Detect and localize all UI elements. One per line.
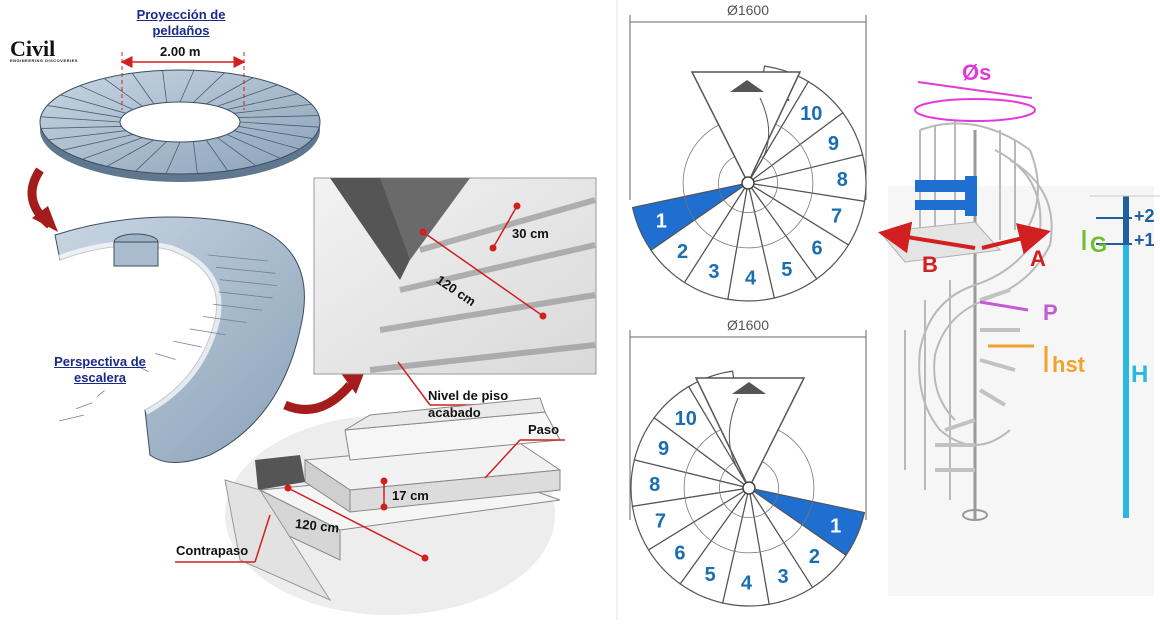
ring-step-line	[135, 141, 167, 172]
ring-projection	[39, 69, 321, 182]
ring-step-line	[234, 103, 312, 114]
projection-width: 2.00 m	[160, 44, 201, 59]
plus2-label: +2	[1134, 206, 1155, 226]
plus1-label: +1	[1134, 230, 1155, 250]
hst-label: hst	[1052, 352, 1086, 377]
a-label: A	[1030, 246, 1046, 271]
curved-arrow-1-head	[32, 206, 58, 232]
plan-step-number: 9	[658, 438, 669, 460]
p-label: P	[1043, 300, 1058, 325]
plan-step-number: 1	[830, 515, 841, 537]
plan-step-number: 10	[800, 103, 822, 125]
diameter-bottom-label: Ø1600	[727, 317, 769, 333]
plan-step-number: 4	[741, 572, 753, 594]
ring-step-line	[62, 134, 134, 151]
spiral-step-line	[219, 279, 278, 287]
stair-steps-detail	[175, 397, 565, 615]
projection-title: Proyección de peldaños	[136, 7, 226, 38]
ring-step-line	[60, 94, 127, 114]
spiral-step-line	[215, 266, 276, 274]
ring-step-line	[193, 72, 225, 103]
plan-step-number: 3	[708, 261, 719, 283]
projection-dimension	[120, 52, 246, 110]
ring-step-line	[47, 105, 122, 118]
spiral-step-line	[97, 390, 105, 397]
plan-step-number: 1	[656, 210, 667, 232]
ring-step-line	[79, 85, 134, 110]
spiral-step-line	[75, 402, 93, 410]
ring-step-line	[41, 126, 122, 129]
ring-step-line	[217, 137, 257, 167]
ring-step-line	[239, 121, 320, 128]
g-label: G	[1090, 232, 1107, 257]
curved-arrow-2	[283, 381, 354, 414]
ring-step-line	[192, 141, 198, 174]
plan-step-number: 7	[655, 511, 666, 533]
ring-step-line	[226, 134, 281, 159]
ring-step-line	[217, 84, 278, 107]
spiral-step-line	[58, 414, 85, 422]
paso-label: Paso	[528, 422, 560, 437]
ring-step-line	[233, 130, 300, 150]
ring-step-line	[205, 77, 254, 105]
spiral-step-line	[119, 377, 123, 385]
ring-step-line	[103, 77, 143, 107]
b-label: B	[922, 252, 938, 277]
plan-step-number: 3	[778, 566, 789, 588]
plan-labels: Ø1600 Ø1600	[727, 2, 769, 333]
spiral-perspective	[54, 216, 305, 463]
h-label: H	[1131, 361, 1148, 388]
plan-step-number: 2	[677, 241, 688, 263]
contrapaso-label: Contrapaso	[176, 543, 249, 558]
plan-top: 1234567891011	[629, 15, 867, 302]
plan-step-number: 8	[649, 474, 660, 496]
diameter-top-label: Ø1600	[727, 2, 769, 18]
plan-step-number: 5	[705, 564, 716, 586]
ring-step-line	[82, 137, 143, 160]
plan-step-number: 2	[809, 546, 820, 568]
spiral-step-line	[207, 254, 268, 262]
plan-step-number: 5	[781, 259, 792, 281]
floor-level-label: Nivel de piso acabado	[428, 388, 509, 420]
ring-step-line	[238, 115, 319, 118]
spiral-step-line	[203, 316, 247, 323]
plan-step-number: 6	[811, 237, 822, 259]
perspective-title: Perspectiva de escalera	[54, 354, 146, 385]
os-label: Øs	[962, 60, 991, 85]
ring-step-line	[162, 70, 168, 103]
riser-height-label: 17 cm	[392, 488, 429, 503]
spiral-step-line	[173, 340, 202, 348]
plan-step-number: 10	[675, 408, 697, 430]
logo-text: Civil	[10, 36, 56, 61]
ring-step-line	[106, 139, 155, 167]
plan-bottom: 1234567891011	[629, 330, 867, 607]
spiral-step-line	[155, 353, 176, 360]
ring-step-line	[205, 139, 229, 172]
ring-step-line	[131, 72, 155, 105]
marble-top-view	[313, 177, 597, 406]
ring-step-line	[226, 93, 298, 110]
ring-step-line	[48, 130, 126, 141]
spiral-step-line	[218, 291, 273, 299]
ring-step-line	[238, 126, 313, 139]
plan-step-number: 4	[745, 267, 757, 289]
plan-step-number: 9	[828, 133, 839, 155]
tread-depth-label: 30 cm	[512, 226, 549, 241]
right-labels: Øs B A G P hst H +2 +1	[922, 60, 1155, 388]
spiral-step-line	[189, 328, 226, 336]
plan-step-number: 8	[837, 169, 848, 191]
plan-step-number: 6	[674, 542, 685, 564]
ring-step-line	[179, 70, 195, 103]
ring-step-line	[40, 116, 121, 123]
spiral-step-line	[137, 365, 149, 373]
logo: Civil ENGINEERING DISCOVERIES	[10, 36, 78, 63]
spiral-3d	[878, 81, 1160, 596]
logo-subtext: ENGINEERING DISCOVERIES	[10, 58, 78, 63]
ring-step-line	[165, 141, 181, 174]
spiral-step-line	[213, 303, 263, 311]
plan-step-number: 7	[831, 206, 842, 228]
